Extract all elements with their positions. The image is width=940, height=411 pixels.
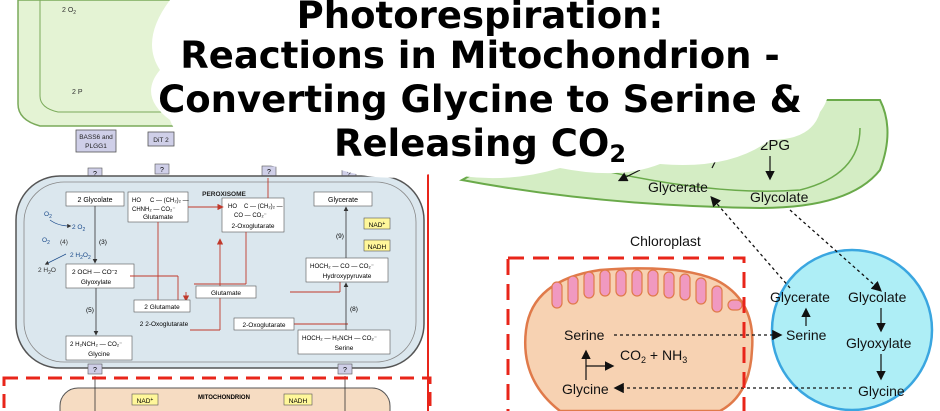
svg-text:HO: HO [132, 198, 141, 204]
title-line-2: Reactions in Mitochondrion - [180, 34, 780, 77]
svg-text:?: ? [267, 169, 271, 176]
left-chloroplast-inner [39, 0, 200, 113]
svg-text:?: ? [347, 171, 351, 178]
svg-text:CHNH₂ — CO₂⁻: CHNH₂ — CO₂⁻ [132, 207, 176, 213]
svg-text:NAD+: NAD+ [137, 397, 154, 405]
chloro-glycolate: Glycolate [750, 189, 809, 205]
svg-text:(5): (5) [86, 307, 94, 314]
svg-text:HOCH₂ — CO — CO₂⁻: HOCH₂ — CO — CO₂⁻ [310, 263, 374, 270]
svg-text:(8): (8) [350, 306, 358, 313]
oxoglutarate-box [221, 197, 285, 233]
left-chloro-o2: 2 O2 [62, 7, 76, 16]
svg-text:(4): (4) [60, 239, 68, 246]
perox-glycerate: Glycerate [770, 289, 830, 305]
mito-glycine: Glycine [562, 381, 609, 397]
svg-text:(3): (3) [99, 239, 107, 246]
svg-text:?: ? [343, 367, 347, 374]
title-line-4-main: Releasing CO [333, 122, 610, 165]
perox-bottom-q-boxes: ? ? [87, 363, 353, 375]
svg-text:O2: O2 [42, 237, 50, 246]
mito-cristae [551, 269, 743, 313]
title-line-3: Converting Glycine to Serine & [158, 78, 802, 121]
svg-text:?: ? [160, 167, 164, 174]
svg-text:Glutamate: Glutamate [211, 290, 241, 297]
mito-serine: Serine [564, 327, 605, 343]
hydroxypyruvate-box [305, 257, 389, 283]
two-glutamate-box [133, 299, 191, 313]
transporter-label-1: BASS6 and [79, 134, 113, 141]
glycerate-box [313, 191, 373, 207]
svg-text:HO: HO [228, 204, 237, 210]
right-mitochondrion [524, 267, 754, 411]
svg-text:MITOCHONDRION: MITOCHONDRION [198, 395, 250, 401]
catalase-chain: O2 2 O2 O2 (4) 2 H2O2 2 H2O [38, 211, 91, 276]
serine-label: Serine [335, 345, 354, 352]
glyoxylate-box [65, 263, 135, 289]
svg-text:2 O2: 2 O2 [72, 224, 85, 233]
svg-text:(9): (9) [336, 233, 344, 240]
transporter-bass6 [75, 129, 117, 153]
transporter-label-2: PLGG1 [85, 143, 107, 150]
title-line-1: Photorespiration: [296, 0, 664, 37]
right-peroxisome [770, 248, 934, 411]
svg-text:2 Glutamate: 2 Glutamate [144, 304, 180, 311]
svg-text:2 H₂NCH₂ — CO₂⁻: 2 H₂NCH₂ — CO₂⁻ [70, 341, 122, 348]
glycine-box [65, 335, 133, 361]
svg-text:Hydroxypyruvate: Hydroxypyruvate [323, 273, 372, 280]
transport-arrows [613, 196, 882, 394]
perox-top-q-boxes: ? ? ? ? [87, 163, 357, 179]
mito-co2-nh3: CO2 + NH3 [620, 347, 687, 365]
svg-text:NAD+: NAD+ [369, 221, 386, 229]
nad-box [363, 217, 391, 230]
peroxisome-label: PEROXISOME [202, 191, 246, 198]
nadh-box [363, 239, 391, 252]
slide-title: Photorespiration: Reactions in Mitochond… [150, 0, 810, 180]
perox-glycine: Glycine [858, 383, 905, 399]
svg-text:HOCH₂ — H₂NCH — CO₂⁻: HOCH₂ — H₂NCH — CO₂⁻ [302, 335, 377, 342]
svg-text:C — (CH₂)₂ —: C — (CH₂)₂ — [150, 198, 189, 204]
oxoglutarate-label: 2-Oxoglutarate [232, 223, 275, 230]
glyoxylate-formula: 2 OCH — CO–2 [72, 268, 118, 276]
svg-text:O2: O2 [44, 211, 52, 220]
perox-glycolate: Glycolate [848, 289, 907, 305]
mito-nadh-box [283, 393, 313, 406]
two-oxoglutarate-label: 2 2-Oxoglutarate [140, 321, 189, 328]
svg-text:CO — CO₂⁻: CO — CO₂⁻ [234, 213, 267, 219]
left-mito-highlight [2, 376, 432, 411]
serine-box [297, 329, 391, 355]
svg-text:C — (CH₂)₂ —: C — (CH₂)₂ — [244, 204, 283, 210]
svg-text:?: ? [93, 171, 97, 178]
glutamate-label: Glutamate [143, 214, 173, 221]
glycolate-label: 2 Glycolate [77, 197, 112, 204]
left-chloro-2p: 2 P [72, 89, 83, 96]
title-line-4: Releasing CO2 [150, 122, 810, 176]
transporter-dit2 [147, 131, 175, 147]
title-line-4-sub: 2 [609, 140, 627, 168]
svg-text:Glycerate: Glycerate [328, 197, 358, 204]
svg-text:2 H2O2: 2 H2O2 [70, 252, 91, 261]
perox-glyoxylate: Glyoxylate [846, 335, 912, 351]
title-backdrop [151, 0, 829, 179]
svg-text:?: ? [93, 367, 97, 374]
svg-text:2 H2O: 2 H2O [38, 267, 56, 276]
chloroplast-label: Chloroplast [630, 233, 701, 249]
glyoxylate-label: Glyoxylate [81, 279, 112, 286]
right-mito-highlight [506, 256, 746, 411]
glycine-label: Glycine [88, 351, 110, 358]
perox-serine: Serine [786, 327, 827, 343]
oxoglutarate-bar [233, 317, 295, 331]
svg-text:2-Oxoglutarate: 2-Oxoglutarate [243, 322, 286, 329]
transporter-label-3: DiT 2 [153, 137, 169, 144]
mito-nad-box [131, 393, 159, 406]
svg-text:NADH: NADH [289, 398, 308, 405]
svg-text:NADH: NADH [368, 244, 387, 251]
chloro-glycerate: Glycerate [648, 179, 708, 195]
glutamate-bar [195, 285, 257, 299]
left-figure: 2 O2 2 P BASS6 and PLGG1 DiT 2 ? ? ? ? P… [2, 0, 432, 411]
